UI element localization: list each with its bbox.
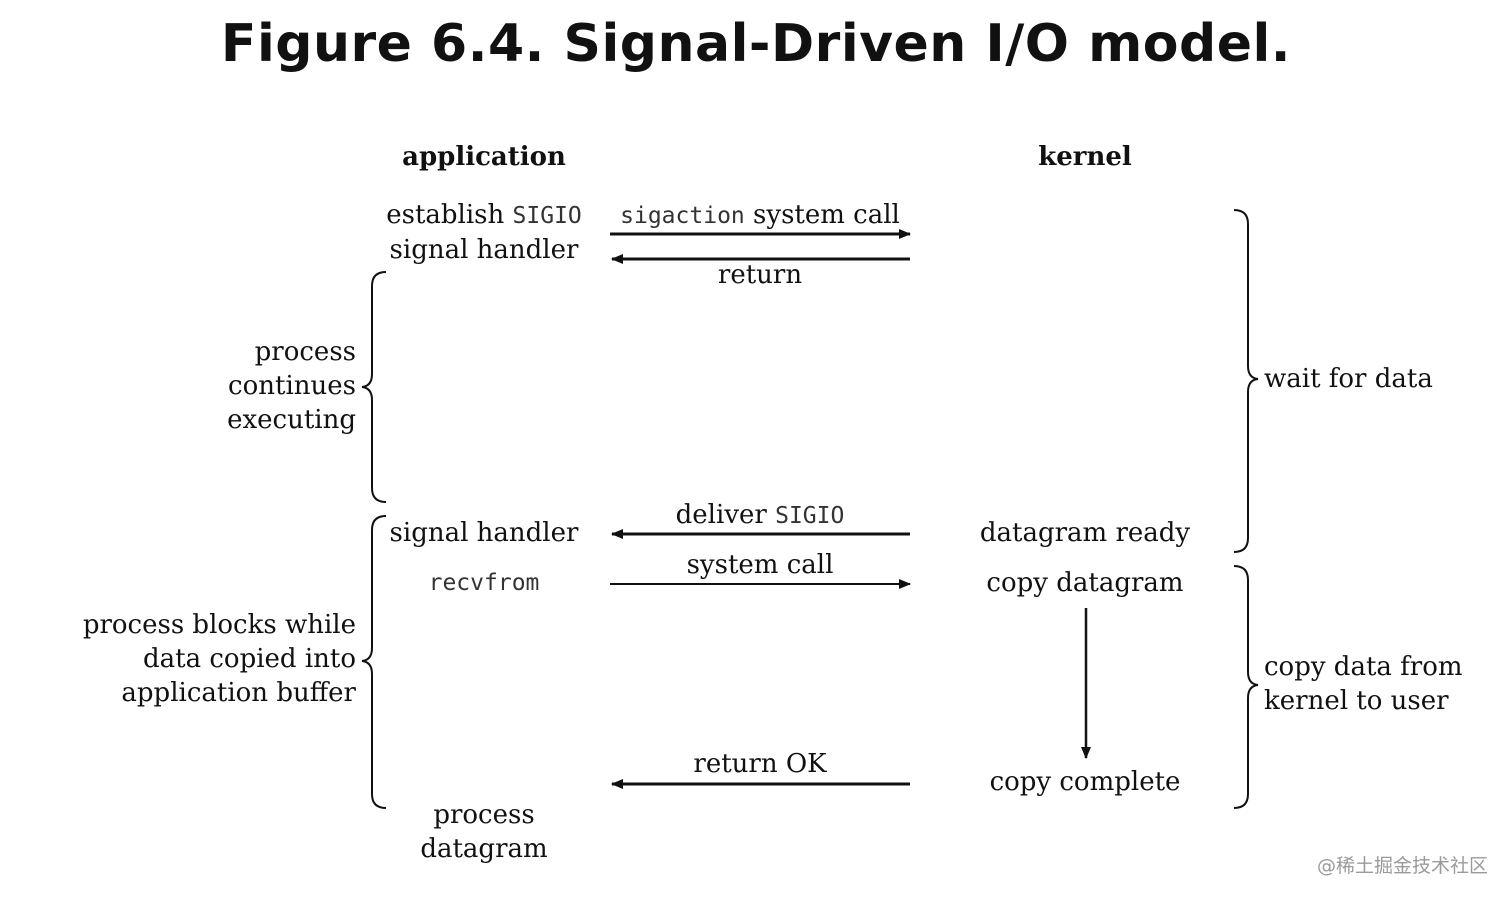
blocks-line-3: application buffer	[121, 678, 356, 708]
label-process-continues: process continues executing	[150, 335, 356, 437]
app-step-recvfrom: recvfrom	[428, 570, 540, 596]
app-step-establish: establish SIGIO	[364, 198, 604, 233]
kernel-step-copy-datagram: copy datagram	[986, 568, 1184, 598]
label-return-ok: return OK	[693, 749, 827, 779]
copy-line-2: kernel to user	[1264, 686, 1449, 716]
app-step-signal-handler-2: signal handler	[389, 518, 579, 548]
brace-copy-data	[1233, 565, 1259, 809]
column-kernel: kernel	[1038, 142, 1132, 172]
deliver-sigio-code: SIGIO	[775, 503, 845, 529]
establish-text: establish	[386, 200, 505, 230]
copy-line-1: copy data from	[1264, 652, 1463, 682]
watermark: @稀土掘金技术社区	[1316, 855, 1488, 877]
continues-line-1: process	[254, 337, 356, 367]
process-line-2: datagram	[420, 834, 548, 864]
continues-line-2: continues	[228, 371, 356, 401]
brace-wait-for-data	[1233, 209, 1259, 553]
app-step-process-datagram: process datagram	[384, 798, 584, 866]
sigio-code: SIGIO	[512, 203, 582, 229]
kernel-step-copy-complete: copy complete	[989, 767, 1181, 797]
label-process-blocks: process blocks while data copied into ap…	[60, 608, 356, 710]
label-system-call: system call	[686, 550, 834, 580]
app-step-signal-handler: signal handler	[389, 235, 579, 265]
brace-process-blocks	[361, 515, 387, 809]
blocks-line-1: process blocks while	[82, 610, 356, 640]
sigaction-code: sigaction	[620, 203, 745, 229]
brace-process-continues	[361, 271, 387, 503]
process-line-1: process	[433, 800, 535, 830]
continues-line-3: executing	[227, 405, 356, 435]
label-copy-data: copy data from kernel to user	[1264, 650, 1463, 718]
figure-title: Figure 6.4. Signal-Driven I/O model.	[220, 14, 1292, 74]
blocks-line-2: data copied into	[143, 644, 356, 674]
label-wait-for-data: wait for data	[1264, 364, 1433, 394]
column-application: application	[402, 142, 566, 172]
label-sigaction: sigaction system call	[600, 198, 920, 233]
kernel-step-datagram-ready: datagram ready	[979, 518, 1191, 548]
label-deliver-sigio: deliver SIGIO	[600, 498, 920, 533]
label-return: return	[717, 260, 803, 290]
sigaction-suffix: system call	[753, 200, 900, 230]
deliver-text: deliver	[675, 500, 767, 530]
